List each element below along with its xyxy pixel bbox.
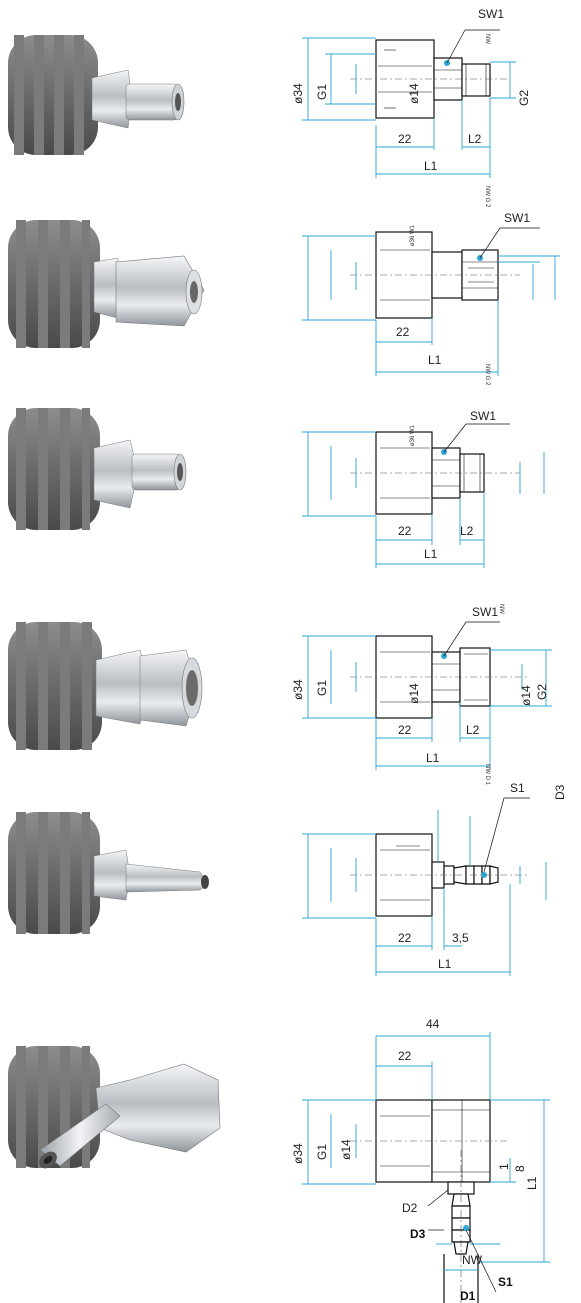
row-6-nw-label: NW [462, 1253, 483, 1267]
row-1-product: SW1 NW ø34 G1 ø14 G2 22 L2 L1 [8, 7, 531, 178]
row-6-eight-label: 8 [513, 1165, 527, 1172]
row-2-sw1-label: SW1 [504, 211, 530, 225]
row-2-side-label-bottom: NW G 2 [484, 364, 490, 386]
row-4-photo [8, 622, 203, 750]
row-1-22-label: 22 [398, 132, 412, 146]
row-6-d3-label: D3 [410, 1227, 426, 1241]
row-2-photo [8, 220, 205, 348]
row-6-one-label: 1 [497, 1163, 511, 1170]
row-3-drawing: ø36 W1 SW1 22 L2 L1 [302, 409, 545, 568]
row-1-sw1-label: SW1 [478, 7, 504, 21]
row-1-d14-label: ø14 [407, 83, 421, 104]
row-4-d14b-label: ø14 [519, 685, 533, 706]
row-3-l2-label: L2 [460, 524, 474, 538]
row-3-22-label: 22 [398, 524, 412, 538]
row-1-photo [8, 35, 185, 155]
row-5-s1-label: S1 [510, 781, 525, 795]
row-3-photo [8, 408, 187, 530]
row-6-d14-label: ø14 [339, 1139, 353, 1160]
row-1-d34-label: ø34 [291, 83, 305, 104]
row-1-l2-label: L2 [468, 132, 482, 146]
row-6-l1-label: L1 [525, 1176, 539, 1190]
row-2-product: ø36 W1 NW G 2 SW1 22 L1 NW G 2 [8, 186, 560, 386]
row-6-drawing: 44 22 ø34 G1 ø14 D2 D3 1 8 L1 NW S1 D1 [291, 1017, 550, 1303]
row-5-35-label: 3,5 [452, 931, 469, 945]
row-6-d1-label: D1 [460, 1289, 476, 1303]
row-2-l1-label: L1 [428, 353, 442, 367]
row-1-g1-label: G1 [315, 84, 329, 100]
row-6-product: 44 22 ø34 G1 ø14 D2 D3 1 8 L1 NW S1 D1 [8, 1017, 550, 1303]
row-4-22-label: 22 [398, 723, 412, 737]
row-6-s1-label: S1 [498, 1275, 513, 1289]
row-4-l2-label: L2 [466, 723, 480, 737]
row-1-drawing: SW1 NW ø34 G1 ø14 G2 22 L2 L1 [291, 7, 531, 178]
row-6-44-label: 44 [426, 1017, 440, 1031]
row-6-22-label: 22 [398, 1049, 412, 1063]
row-6-g1-label: G1 [315, 1144, 329, 1160]
row-4-l1-label: L1 [426, 751, 440, 765]
row-1-nw-label: NW [484, 34, 490, 44]
row-5-22-label: 22 [398, 931, 412, 945]
row-2-side-label-top: NW G 2 [484, 186, 490, 208]
row-4-g1-label: G1 [315, 680, 329, 696]
row-5-d3-label: D3 [553, 784, 567, 800]
row-4-d34-label: ø34 [291, 679, 305, 700]
row-3-product: ø36 W1 SW1 22 L2 L1 [8, 408, 545, 568]
row-5-product: NW D 1 S1 D3 22 3,5 L1 [8, 764, 567, 976]
row-4-d14-label: ø14 [407, 683, 421, 704]
row-4-nw-label: NW [498, 604, 504, 614]
row-1-l1-label: L1 [424, 159, 438, 173]
row-2-tiny-mark: ø36 W1 [410, 224, 416, 246]
row-4-g2-label: G2 [535, 684, 549, 700]
row-3-tiny-mark: ø36 W1 [410, 424, 416, 446]
row-4-product: SW1 NW ø34 G1 ø14 ø14 G2 22 L2 L1 [8, 604, 552, 770]
row-3-l1-label: L1 [424, 547, 438, 561]
row-4-drawing: SW1 NW ø34 G1 ø14 ø14 G2 22 L2 L1 [291, 604, 552, 770]
row-6-d34-label: ø34 [291, 1143, 305, 1164]
row-6-d2-label: D2 [402, 1201, 418, 1215]
row-2-drawing: ø36 W1 NW G 2 SW1 22 L1 NW G 2 [302, 186, 560, 386]
row-4-sw1-label: SW1 [472, 605, 498, 619]
row-5-drawing: NW D 1 S1 D3 22 3,5 L1 [302, 764, 567, 976]
row-1-g2-label: G2 [517, 90, 531, 106]
row-6-photo [8, 1046, 221, 1169]
row-5-photo [8, 812, 209, 934]
row-3-sw1-label: SW1 [470, 409, 496, 423]
row-5-side-label: NW D 1 [484, 764, 490, 786]
row-5-l1-label: L1 [438, 957, 452, 971]
row-2-22-label: 22 [396, 325, 410, 339]
